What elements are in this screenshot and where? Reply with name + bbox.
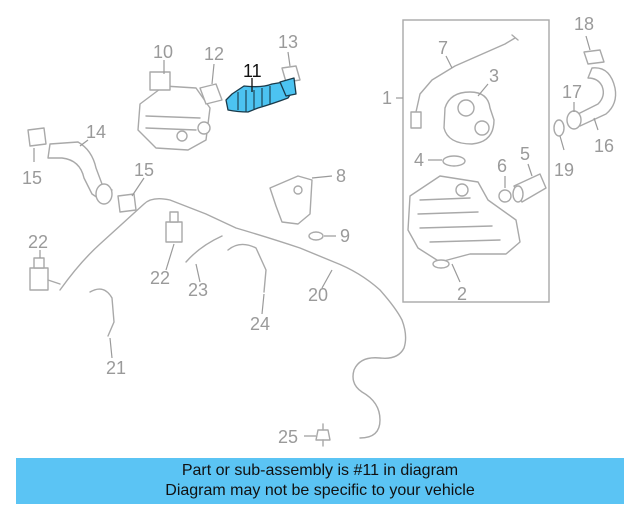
callout-13: 13 [278, 32, 298, 52]
callout-8: 8 [336, 166, 346, 186]
part-2-gasket[interactable] [432, 259, 450, 269]
part-13-gasket[interactable] [281, 65, 301, 83]
part-15-gasket-right[interactable] [117, 193, 137, 213]
part-4-oring[interactable] [442, 155, 466, 167]
part-12-gasket[interactable] [199, 83, 223, 105]
callout-16: 16 [594, 136, 614, 156]
assembly-1-frame [402, 19, 550, 303]
part-19-ring[interactable] [553, 119, 565, 137]
callout-22-center: 22 [150, 268, 170, 288]
part-8-bracket[interactable] [269, 175, 313, 225]
part-15-gasket-left[interactable] [27, 127, 47, 147]
callout-24: 24 [250, 314, 270, 334]
part-22-solenoid-center[interactable] [165, 211, 183, 243]
part-11-pipe-highlighted[interactable] [225, 77, 297, 113]
callout-18: 18 [574, 14, 594, 34]
callout-9: 9 [340, 226, 350, 246]
part-6-ring[interactable] [498, 189, 512, 203]
info-banner: Part or sub-assembly is #11 in diagram D… [16, 458, 624, 504]
banner-line-1: Part or sub-assembly is #11 in diagram [181, 462, 459, 479]
callout-11: 11 [243, 61, 262, 81]
callout-7: 7 [438, 38, 448, 58]
callout-6: 6 [497, 156, 507, 176]
callout-12: 12 [204, 44, 224, 64]
part-25-bolt[interactable] [315, 423, 331, 447]
callout-20: 20 [308, 285, 328, 305]
part-5-connector[interactable] [512, 173, 547, 203]
part-24-hose[interactable] [227, 243, 267, 293]
callout-5: 5 [520, 144, 530, 164]
part-14-pipe[interactable] [47, 141, 113, 205]
callout-25: 25 [278, 427, 298, 447]
part-22-solenoid-left[interactable] [29, 257, 61, 291]
part-3-valve[interactable] [443, 91, 495, 145]
part-21-hose[interactable] [89, 288, 115, 337]
callout-15-left: 15 [22, 168, 42, 188]
part-18-gasket[interactable] [583, 49, 605, 65]
part-10-valve-assembly[interactable] [137, 71, 211, 151]
callout-1: 1 [382, 88, 392, 108]
callout-14: 14 [86, 122, 106, 142]
callout-19: 19 [554, 160, 574, 180]
callout-15-right: 15 [134, 160, 154, 180]
part-20-pipe[interactable] [59, 197, 407, 439]
callout-21: 21 [106, 358, 126, 378]
callout-4: 4 [414, 150, 424, 170]
part-17-clamp[interactable] [566, 110, 582, 130]
part-1-cooler-body[interactable] [407, 175, 521, 263]
callout-2: 2 [457, 284, 467, 304]
callout-10: 10 [153, 42, 173, 62]
part-9-oring[interactable] [308, 231, 324, 241]
callout-22-left: 22 [28, 232, 48, 252]
callout-23: 23 [188, 280, 208, 300]
callout-17: 17 [562, 82, 582, 102]
part-7-rod[interactable] [410, 34, 519, 129]
callout-3: 3 [489, 66, 499, 86]
part-23-hose[interactable] [185, 235, 223, 263]
banner-line-2: Diagram may not be specific to your vehi… [165, 482, 475, 499]
